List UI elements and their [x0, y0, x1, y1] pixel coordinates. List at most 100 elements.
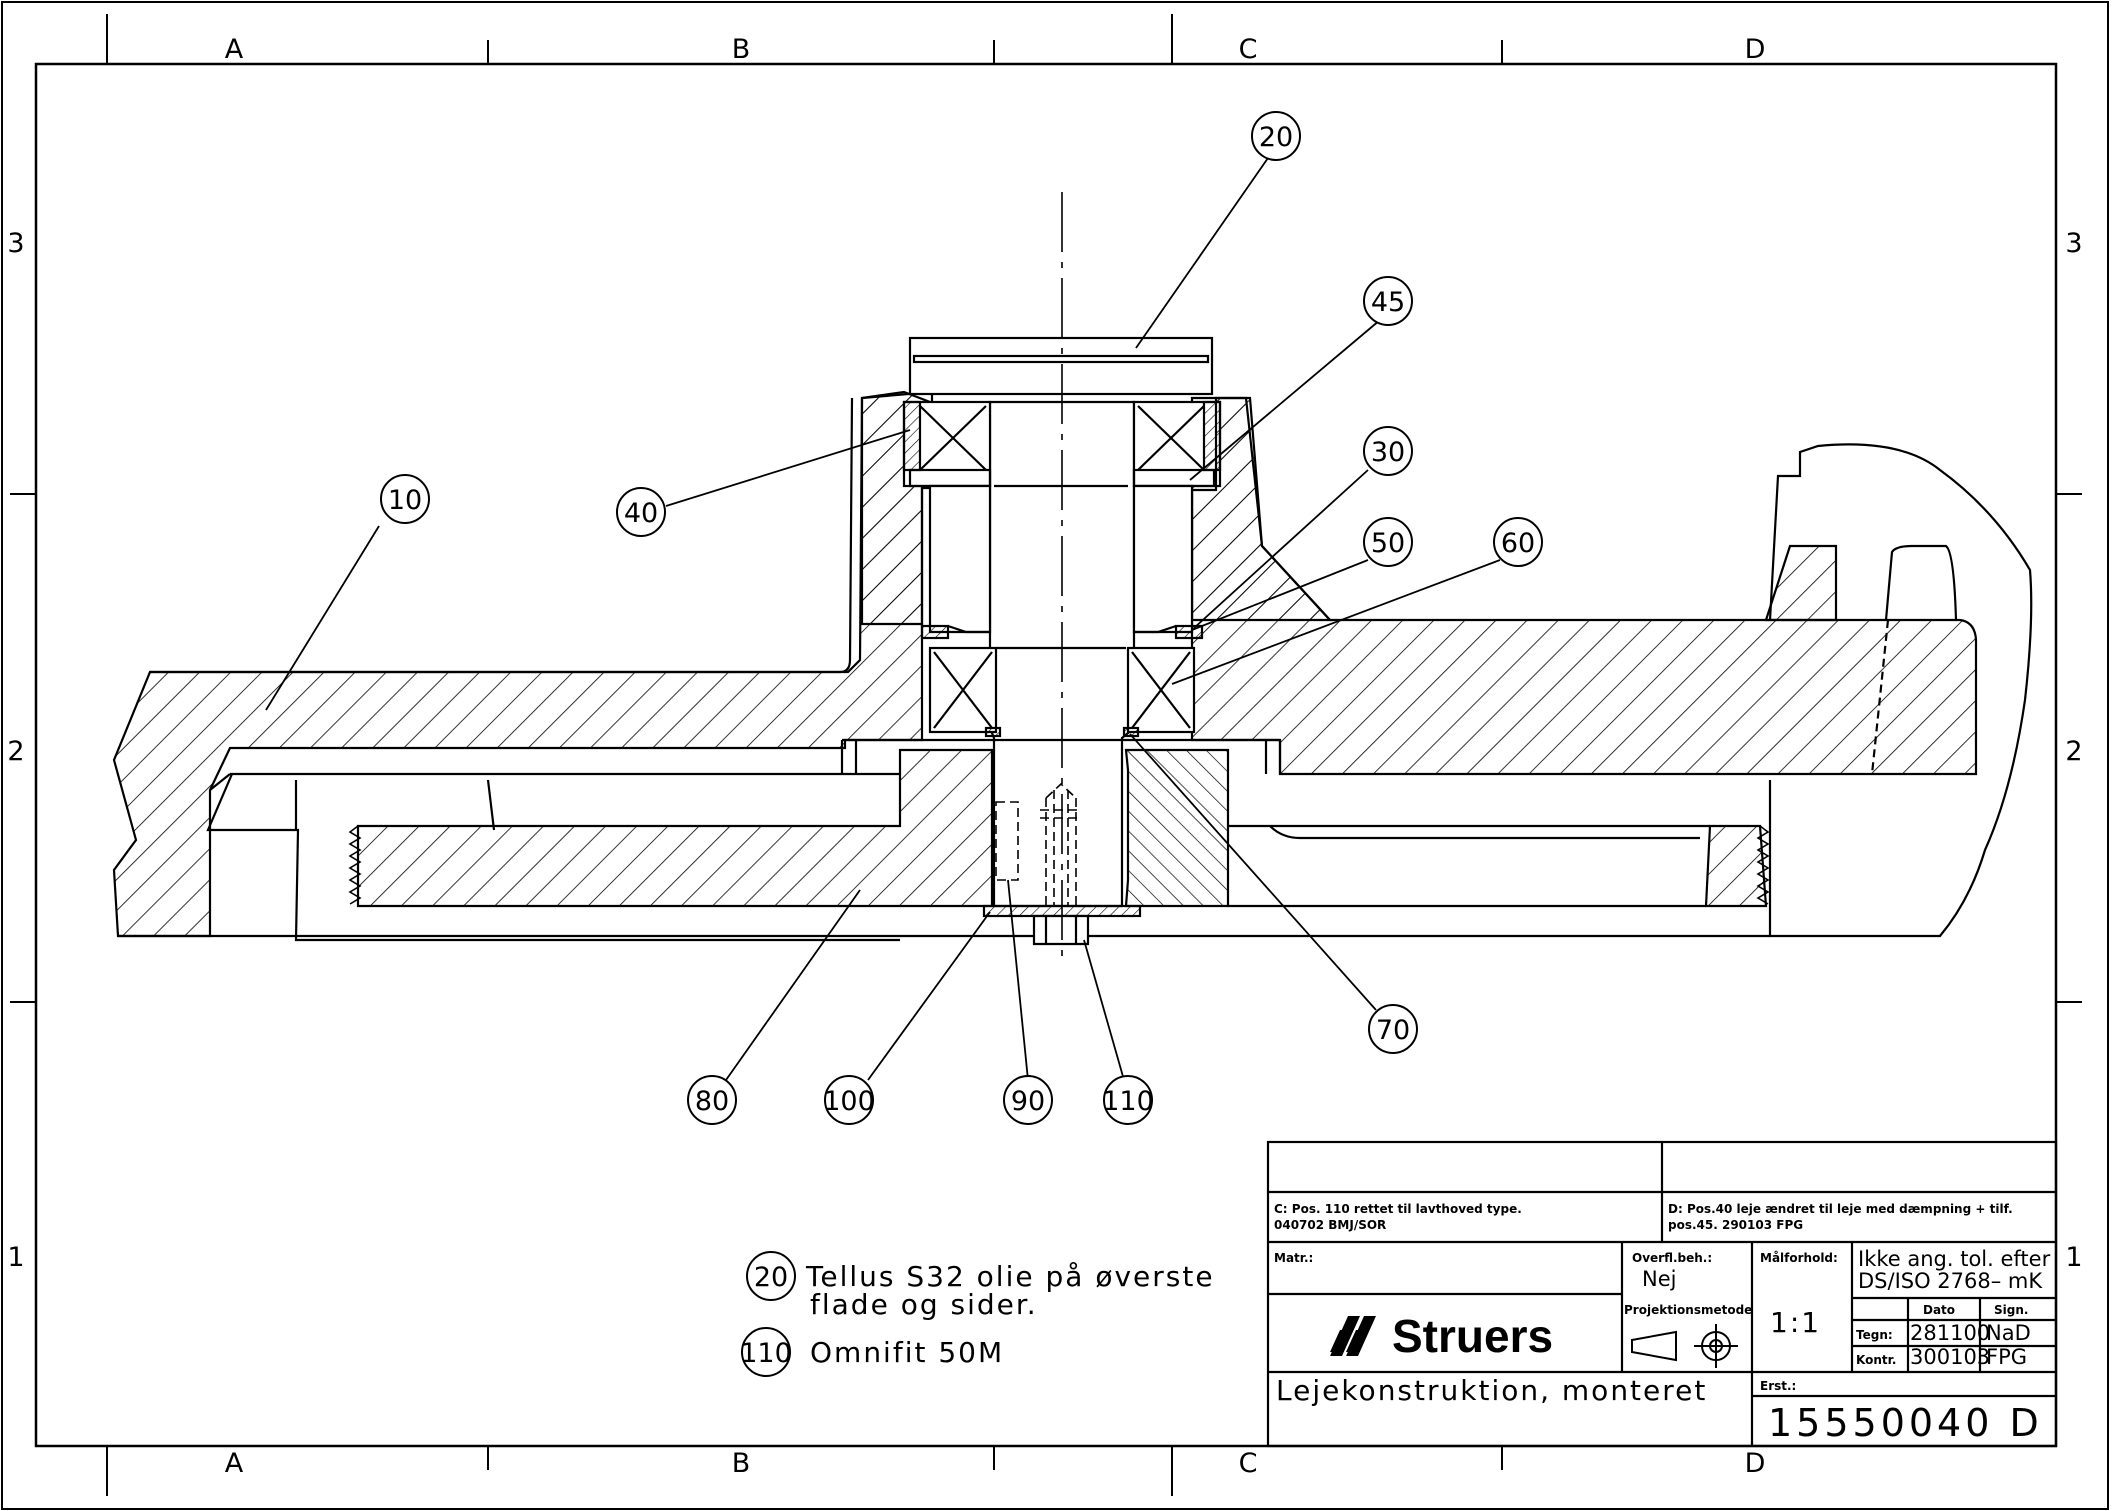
- balloon-20: 20: [1251, 111, 1301, 161]
- balloon-label: 40: [624, 498, 658, 529]
- bearing-seat-outline: [840, 738, 1282, 774]
- disc-teeth-right: [1756, 825, 1770, 905]
- drawn-label: Tegn:: [1856, 1328, 1893, 1342]
- balloon-45: 45: [1363, 276, 1413, 326]
- washer-profile-right: [1134, 624, 1177, 634]
- drawing-number: 15550040 D: [1768, 1401, 2043, 1445]
- checked-date: 300103: [1910, 1345, 1990, 1369]
- company-name: Struers: [1392, 1310, 1553, 1362]
- balloon-label: 50: [1371, 528, 1405, 559]
- checked-sign: FPG: [1986, 1345, 2027, 1369]
- retaining-ring-left: [984, 726, 1002, 738]
- balloon-10: 10: [380, 474, 430, 524]
- column-label-c-bottom: C: [1239, 1448, 1258, 1479]
- note-20: 20 Tellus S32 olie på øverste flade og s…: [746, 1251, 1215, 1321]
- balloon-80: 80: [687, 1075, 737, 1125]
- balloon-label: 10: [388, 485, 422, 516]
- lower-bearing-left: [928, 646, 998, 734]
- note-text-line2: flade og sider.: [810, 1288, 1038, 1321]
- base-plate-right-outline: [1768, 443, 2033, 938]
- balloon-60: 60: [1493, 517, 1543, 567]
- grid-labels: A B C D A B C D 3 2 1 3 2 1: [7, 34, 2082, 1479]
- revision-c-date: 040702 BMJ/SOR: [1274, 1218, 1386, 1232]
- balloon-100: 100: [823, 1075, 875, 1125]
- balloon-label: 110: [1102, 1086, 1154, 1117]
- column-label-c-top: C: [1239, 34, 1258, 65]
- housing-right-section: [1190, 396, 1333, 622]
- projection-symbol-icon: [1631, 1324, 1738, 1368]
- revision-d-date: pos.45. 290103 FPG: [1668, 1218, 1803, 1232]
- drawn-date: 281100: [1910, 1321, 1990, 1345]
- revision-c-note: C: Pos. 110 rettet til lavthoved type.: [1274, 1202, 1522, 1216]
- column-label-b-top: B: [732, 34, 751, 65]
- scale-label: Målforhold:: [1760, 1251, 1838, 1265]
- shaft-cap: [908, 336, 1214, 396]
- note-ref-balloon: 110: [740, 1338, 792, 1369]
- column-label-d-top: D: [1745, 34, 1766, 65]
- key-hidden: [995, 801, 1019, 881]
- balloon-90: 90: [1003, 1075, 1053, 1125]
- row-label-2-left: 2: [7, 736, 24, 767]
- material-label: Matr.:: [1274, 1251, 1313, 1265]
- row-label-2-right: 2: [2065, 736, 2082, 767]
- balloon-label: 70: [1376, 1015, 1410, 1046]
- balloon-label: 20: [1259, 122, 1293, 153]
- balloon-label: 80: [695, 1086, 729, 1117]
- tolerance-note-line1: Ikke ang. tol. efter: [1858, 1247, 2051, 1271]
- balloon-label: 30: [1371, 437, 1405, 468]
- base-plate-right-pocket: [1884, 544, 1958, 621]
- row-label-3-left: 3: [7, 228, 24, 259]
- balloon-label: 90: [1011, 1086, 1045, 1117]
- checked-label: Kontr.: [1856, 1353, 1896, 1367]
- projection-method-label: Projektionsmetode: [1624, 1303, 1752, 1317]
- washer-left: [920, 624, 950, 640]
- column-label-b-bottom: B: [732, 1448, 751, 1479]
- title-block-text: C: Pos. 110 rettet til lavthoved type. 0…: [1274, 1202, 2051, 1445]
- struers-logo: Struers: [1330, 1310, 1553, 1362]
- balloon-40: 40: [616, 487, 666, 537]
- note-110: 110 Omnifit 50M: [740, 1327, 1004, 1377]
- upper-bearing-right: [1132, 400, 1222, 488]
- date-header: Dato: [1923, 1303, 1955, 1317]
- note-ref-balloon: 20: [754, 1262, 788, 1293]
- column-label-a-top: A: [225, 34, 244, 65]
- drawn-sign: NaD: [1986, 1321, 2031, 1345]
- column-label-d-bottom: D: [1745, 1448, 1766, 1479]
- shaft-cap-rim: [912, 354, 1210, 364]
- upper-bearing-left: [902, 400, 992, 488]
- sign-header: Sign.: [1994, 1303, 2028, 1317]
- balloon-110: 110: [1102, 1075, 1154, 1125]
- replaces-label: Erst.:: [1760, 1379, 1796, 1393]
- balloon-50: 50: [1363, 517, 1413, 567]
- note-text-line1: Tellus S32 olie på øverste: [805, 1260, 1215, 1293]
- leader-lines: [265, 157, 1501, 1081]
- washer-profile-left: [947, 624, 990, 634]
- disc-teeth-left: [348, 825, 362, 905]
- assembly-section-view: [112, 192, 2033, 960]
- balloon-label: 60: [1501, 528, 1535, 559]
- lower-bearing-right: [1126, 646, 1196, 734]
- bolt-head: [1032, 914, 1090, 946]
- base-plate-right-section: [1190, 396, 1978, 776]
- balloon-70: 70: [1368, 1004, 1418, 1054]
- row-label-3-right: 3: [2065, 228, 2082, 259]
- column-label-a-bottom: A: [225, 1448, 244, 1479]
- drawing-title: Lejekonstruktion, monteret: [1276, 1374, 1707, 1407]
- rotating-disc-right-outline: [1228, 824, 1710, 908]
- surface-treatment-value: Nej: [1642, 1267, 1676, 1291]
- revision-d-note: D: Pos.40 leje ændret til leje med dæmpn…: [1668, 1202, 2013, 1216]
- surface-treatment-label: Overfl.beh.:: [1632, 1251, 1712, 1265]
- row-label-1-left: 1: [7, 1242, 24, 1273]
- base-plate-outline: [150, 397, 854, 674]
- rotating-disc-right-section: [1704, 824, 1768, 908]
- tolerance-note-line2: DS/ISO 2768– mK: [1858, 1269, 2043, 1293]
- scale-value: 1:1: [1770, 1306, 1821, 1339]
- base-plate-right-profile: [1764, 544, 1838, 622]
- bolt-hidden-shank: [1040, 782, 1082, 906]
- balloon-label: 45: [1371, 287, 1405, 318]
- lower-plate-outline: [206, 772, 900, 942]
- row-label-1-right: 1: [2065, 1242, 2082, 1273]
- note-text-line1: Omnifit 50M: [810, 1336, 1004, 1369]
